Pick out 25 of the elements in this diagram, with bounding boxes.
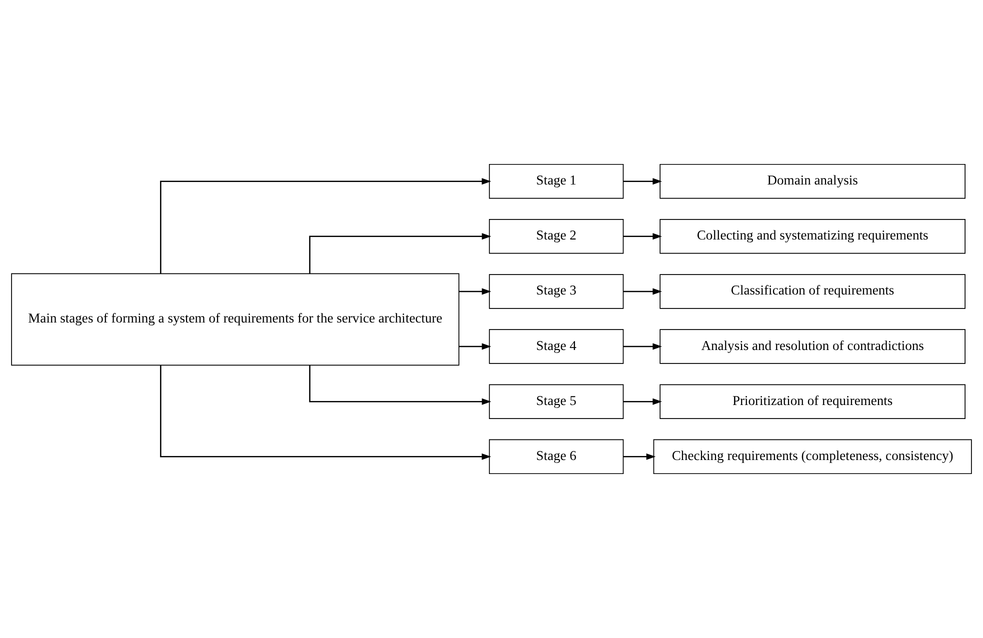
node-box: Stage 5 <box>488 384 624 419</box>
node-box: Classification of requirements <box>660 274 966 309</box>
node-box: Domain analysis <box>660 164 966 199</box>
arrow <box>160 178 492 274</box>
node-box: Analysis and resolution of contradictions <box>660 329 966 364</box>
arrow <box>623 178 662 185</box>
arrow <box>309 233 492 274</box>
arrow <box>623 453 656 460</box>
node-box: Checking requirements (completeness, consistency) <box>653 439 972 474</box>
arrow <box>623 398 662 405</box>
arrow <box>309 365 492 405</box>
node-box: Stage 1 <box>488 164 624 199</box>
arrow <box>623 288 662 295</box>
node-box: Stage 2 <box>488 219 624 254</box>
arrow <box>458 343 492 350</box>
arrow <box>160 366 492 460</box>
node-box: Prioritization of requirements <box>660 384 966 419</box>
node-box: Collecting and systematizing requirements <box>660 219 966 254</box>
node-box: Stage 4 <box>488 329 624 364</box>
arrow <box>458 288 492 295</box>
node-box: Main stages of forming a system of requirements for the service architecture <box>11 273 460 366</box>
node-box: Stage 6 <box>488 439 624 474</box>
arrow <box>623 233 662 240</box>
arrow <box>623 343 662 350</box>
node-box: Stage 3 <box>488 274 624 309</box>
